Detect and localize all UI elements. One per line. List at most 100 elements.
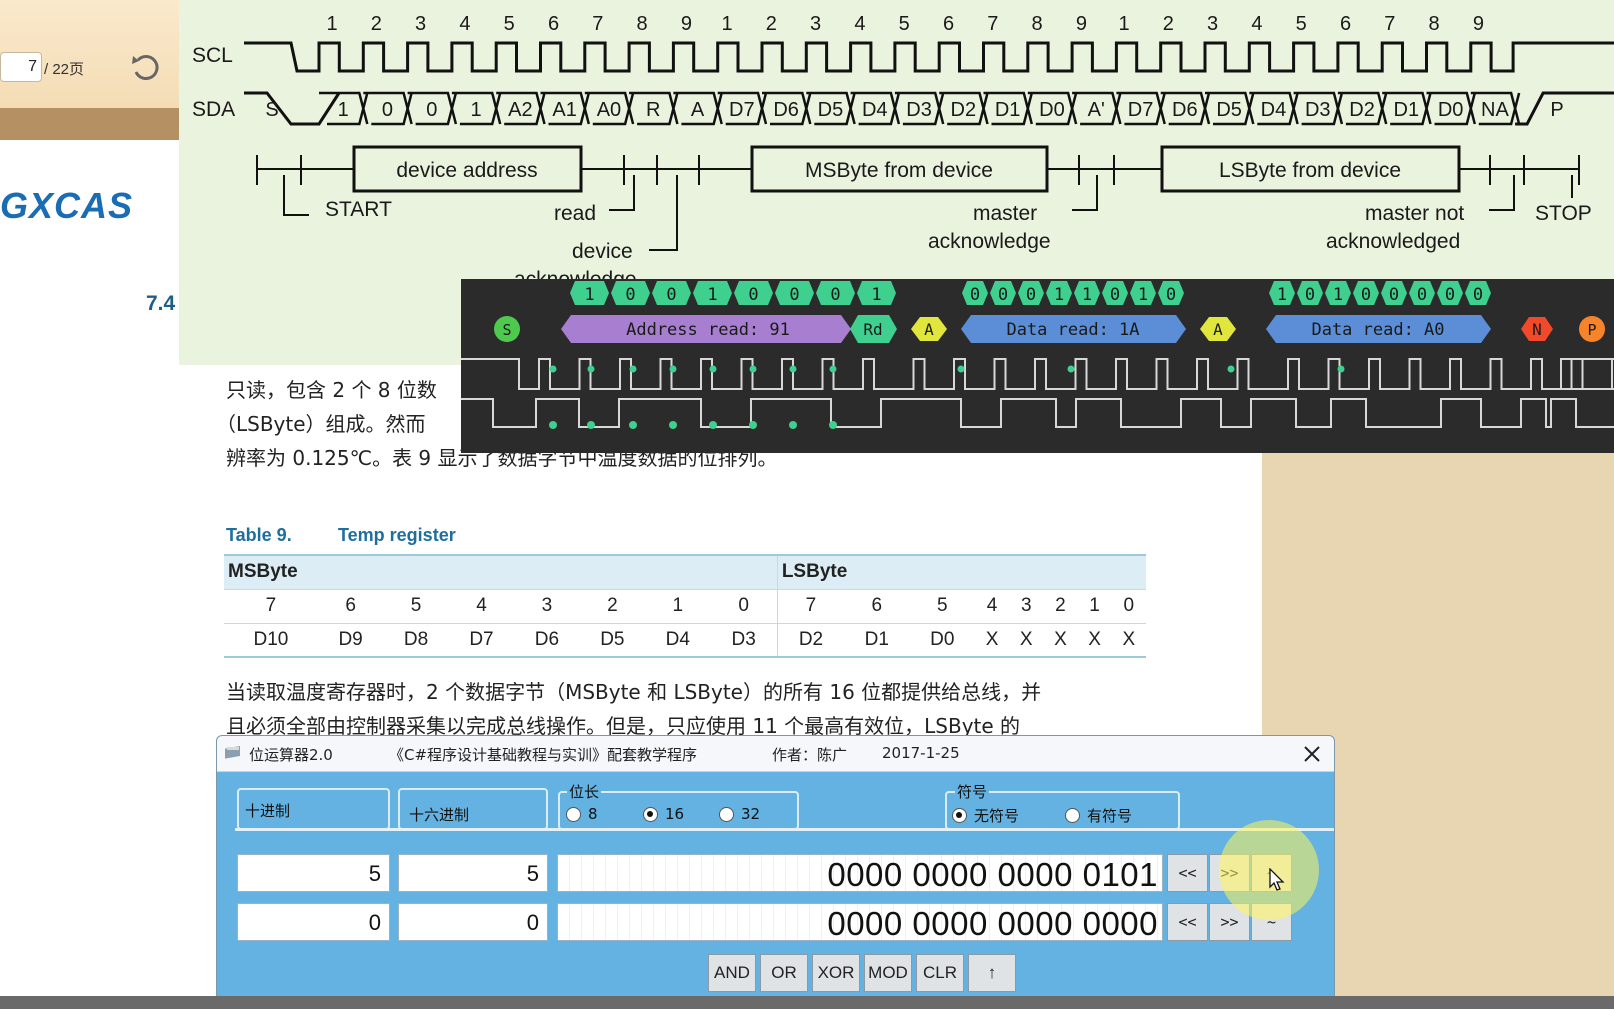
bit-hex [1325,281,1351,305]
master-ack-label: acknowledge [928,230,1051,253]
sda-bit-label: D3 [906,99,932,121]
sda-cell [629,91,679,126]
sample-dot [749,365,757,373]
operand2-hex-input[interactable]: 0 [398,903,548,941]
bit-calculator-window: 位运算器2.0 《C#程序设计基础教程与实训》配套教学程序 作者：陈广 2017… [216,735,1335,1009]
clock-number: 8 [637,13,648,35]
bit-hex-label: 0 [666,285,676,305]
table-cell: 7 [776,588,845,623]
operand1-shift-left-button[interactable]: << [1167,854,1208,892]
bit-hex [570,281,609,305]
operand2-shift-left-button[interactable]: << [1167,903,1208,941]
rotate-icon[interactable] [128,50,164,86]
scl-label: SCL [192,44,233,67]
bit-hex-label: 0 [789,285,799,305]
ack-marker [1200,317,1236,341]
operand2-binary-display[interactable]: 0000 0000 0000 0000 [557,903,1163,942]
operand1-hex-input[interactable]: 5 [398,854,548,892]
window-subtitle: 《C#程序设计基础教程与实训》配套教学程序 [389,746,698,764]
bitlen-16-radio[interactable]: 16 [643,805,684,823]
sample-dot [587,421,595,429]
sda-bit-label: A' [1088,99,1105,121]
clock-number: 6 [943,13,954,35]
sda-cell [850,91,901,126]
clock-number: 4 [1251,13,1262,35]
clock-number: 5 [899,13,910,35]
table-cell: X [1043,622,1078,658]
rd-frame-label: Rd [863,320,882,339]
table-cell: D4 [645,622,711,658]
click-highlight [1219,820,1319,920]
sda-bit-label: A [691,99,705,121]
analyzer-sda-trace [461,398,1614,428]
paragraph-line: 只读，包含 2 个 8 位数 [226,378,437,402]
operand1-decimal-input[interactable]: 5 [237,854,390,892]
sda-cell [1337,91,1388,126]
bitlen-label: 位长 [567,781,602,802]
copy-up-button[interactable]: ↑ [968,954,1016,992]
clock-number: 2 [371,13,382,35]
table-cell: 2 [1043,588,1078,623]
clock-number: 8 [1032,13,1043,35]
app-icon [225,746,240,759]
sda-waveform [244,91,1614,126]
paragraph-line: 当读取温度寄存器时，2 个数据字节（MSByte 和 LSByte）的所有 16… [226,680,1042,704]
master-ack-label: master [973,202,1037,225]
bit-hex-label: 1 [1333,285,1343,305]
paragraph-line: 且必须全部由控制器采集以完成总线操作。但是，只应使用 11 个最高有效位，LSB… [226,714,1021,738]
clock-number: 4 [854,13,865,35]
sda-bit-label: 1 [338,99,349,121]
page-number-input[interactable]: 7 [0,52,42,82]
sda-bit-label: A1 [552,99,576,121]
clock-number: 7 [987,13,998,35]
table-cell: 4 [448,588,515,623]
sda-bit-label: D3 [1305,99,1331,121]
sda-cell [407,91,458,126]
bit-hex [816,281,855,305]
sda-cell [584,91,635,126]
or-button[interactable]: OR [760,954,808,992]
unsigned-radio[interactable]: 无符号 [952,805,1019,826]
bit-hex-label: 1 [1054,285,1064,305]
bitlen-8-radio[interactable]: 8 [566,805,598,823]
stop-marker-label: P [1587,321,1596,339]
sda-bit-label: NA [1481,99,1509,121]
table-cell: X [1111,622,1146,658]
table-cell: 1 [645,588,711,623]
clock-number: 9 [1473,13,1484,35]
table-cell: 0 [1111,588,1146,623]
bit-hex-label: 0 [970,285,980,305]
sda-bit-label: D2 [1349,99,1375,121]
sda-cell [1426,91,1477,126]
mouse-cursor-icon [1269,868,1285,891]
bit-hex [693,281,732,305]
clock-number: 1 [1118,13,1129,35]
table-cell: X [974,622,1010,658]
sda-bit-label: 0 [382,99,393,121]
sample-dot [957,365,965,373]
table-cell: D9 [317,622,384,658]
ack-marker-label: A [1213,320,1223,339]
table-caption-number: Table 9. [226,525,292,545]
and-button[interactable]: AND [708,954,756,992]
radio-label: 有符号 [1087,807,1133,825]
xor-button[interactable]: XOR [812,954,860,992]
bit-hex-label: 0 [1026,285,1036,305]
operand1-binary-display[interactable]: 0000 0000 0000 0101 [557,854,1163,893]
mod-button[interactable]: MOD [864,954,912,992]
close-icon[interactable] [1300,742,1324,766]
signed-radio[interactable]: 有符号 [1065,805,1132,826]
clr-button[interactable]: CLR [916,954,964,992]
clock-number: 1 [326,13,337,35]
bitlen-32-radio[interactable]: 32 [719,805,760,823]
sample-dot [629,421,637,429]
table-cell: D1 [844,622,910,658]
sda-cell [1027,91,1078,126]
sda-bit-label: D0 [1039,99,1065,121]
bit-hex-label: 0 [1473,285,1483,305]
sample-dot [829,365,837,373]
operand2-decimal-input[interactable]: 0 [237,903,390,941]
sda-cell [673,91,723,126]
